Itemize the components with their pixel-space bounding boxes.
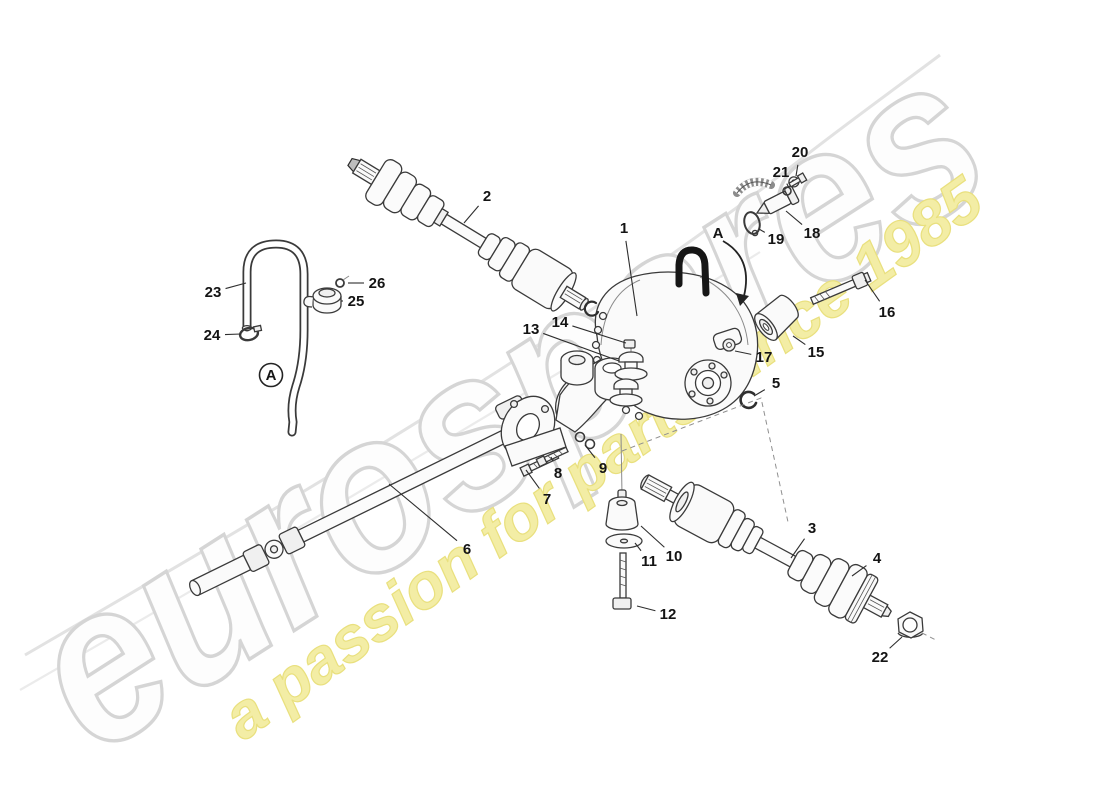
callout-20: 20 [792,144,809,161]
snap-ring [739,390,758,410]
leader-line-23 [225,282,247,290]
leader-line-8 [550,456,554,462]
sensor-gasket [743,211,761,237]
leader-line-14 [572,325,627,344]
callout-26: 26 [369,275,386,292]
mount-bush [605,433,643,549]
callout-1: 1 [620,220,628,237]
leader-line-18 [785,210,803,226]
hose-clamp [238,324,263,342]
callout-15: 15 [808,344,825,361]
callout-17: 17 [756,349,773,366]
leader-line-11 [634,542,642,552]
callout-23: 23 [205,284,222,301]
sensor-bolt [788,172,808,188]
leader-line-24 [224,333,242,336]
mount-bolt [612,552,632,610]
view-marker-circled: A [266,367,277,384]
leader-line-7 [525,469,540,489]
callout-4: 4 [873,550,882,567]
circlip [583,300,600,317]
callout-10: 10 [666,548,683,565]
callout-18: 18 [804,225,821,242]
filler-cap [303,287,342,314]
leader-line-15 [792,335,806,346]
leader-line-2 [463,205,479,224]
leader-line-10 [640,525,665,548]
callout-25: 25 [348,293,365,310]
leader-line-13 [543,332,620,362]
leader-line-17 [734,350,752,355]
callout-19: 19 [768,231,785,248]
leader-line-3 [790,538,805,559]
callout-3: 3 [808,520,816,537]
callout-9: 9 [599,460,607,477]
installed-hose [675,246,710,297]
leader-line-22 [889,636,903,649]
leader-line-21 [786,183,790,189]
callout-11: 11 [641,553,657,570]
coupling-washers [574,431,596,450]
leader-line-12 [636,605,656,612]
callout-16: 16 [879,304,896,321]
rear-bushing [754,294,799,341]
callout-12: 12 [660,606,677,623]
leader-line-4 [851,565,867,577]
cap-clip [335,275,350,288]
leader-line-19 [758,228,766,233]
view-arrow [722,240,749,306]
leader-line-1 [625,240,638,317]
leader-line-6 [388,483,458,542]
callout-5: 5 [772,375,780,392]
callout-21: 21 [773,164,790,181]
propshaft [188,425,516,597]
driveshaft-right [640,474,892,624]
alignment-dashes [621,397,789,523]
view-marker-plain: A [713,225,724,242]
sensor-cable [733,177,775,197]
callout-6: 6 [463,541,471,558]
callout-13: 13 [523,321,540,338]
coupling-bolt-short [535,446,569,468]
artwork-layer [188,157,937,641]
callout-22: 22 [872,649,889,666]
callout-7: 7 [543,491,551,508]
callout-24: 24 [204,327,221,344]
leader-line-20 [795,164,799,177]
leader-line-16 [864,279,881,302]
callout-14: 14 [552,314,569,331]
leader-line-5 [753,389,766,397]
callout-2: 2 [483,188,491,205]
hub-nut [897,611,937,641]
bushing-bolt [809,271,872,306]
callout-8: 8 [554,465,562,482]
leader-line-9 [584,444,596,459]
view-marker-circle [258,362,284,388]
driveshaft-left [347,157,589,312]
sensor-washer [782,186,792,196]
